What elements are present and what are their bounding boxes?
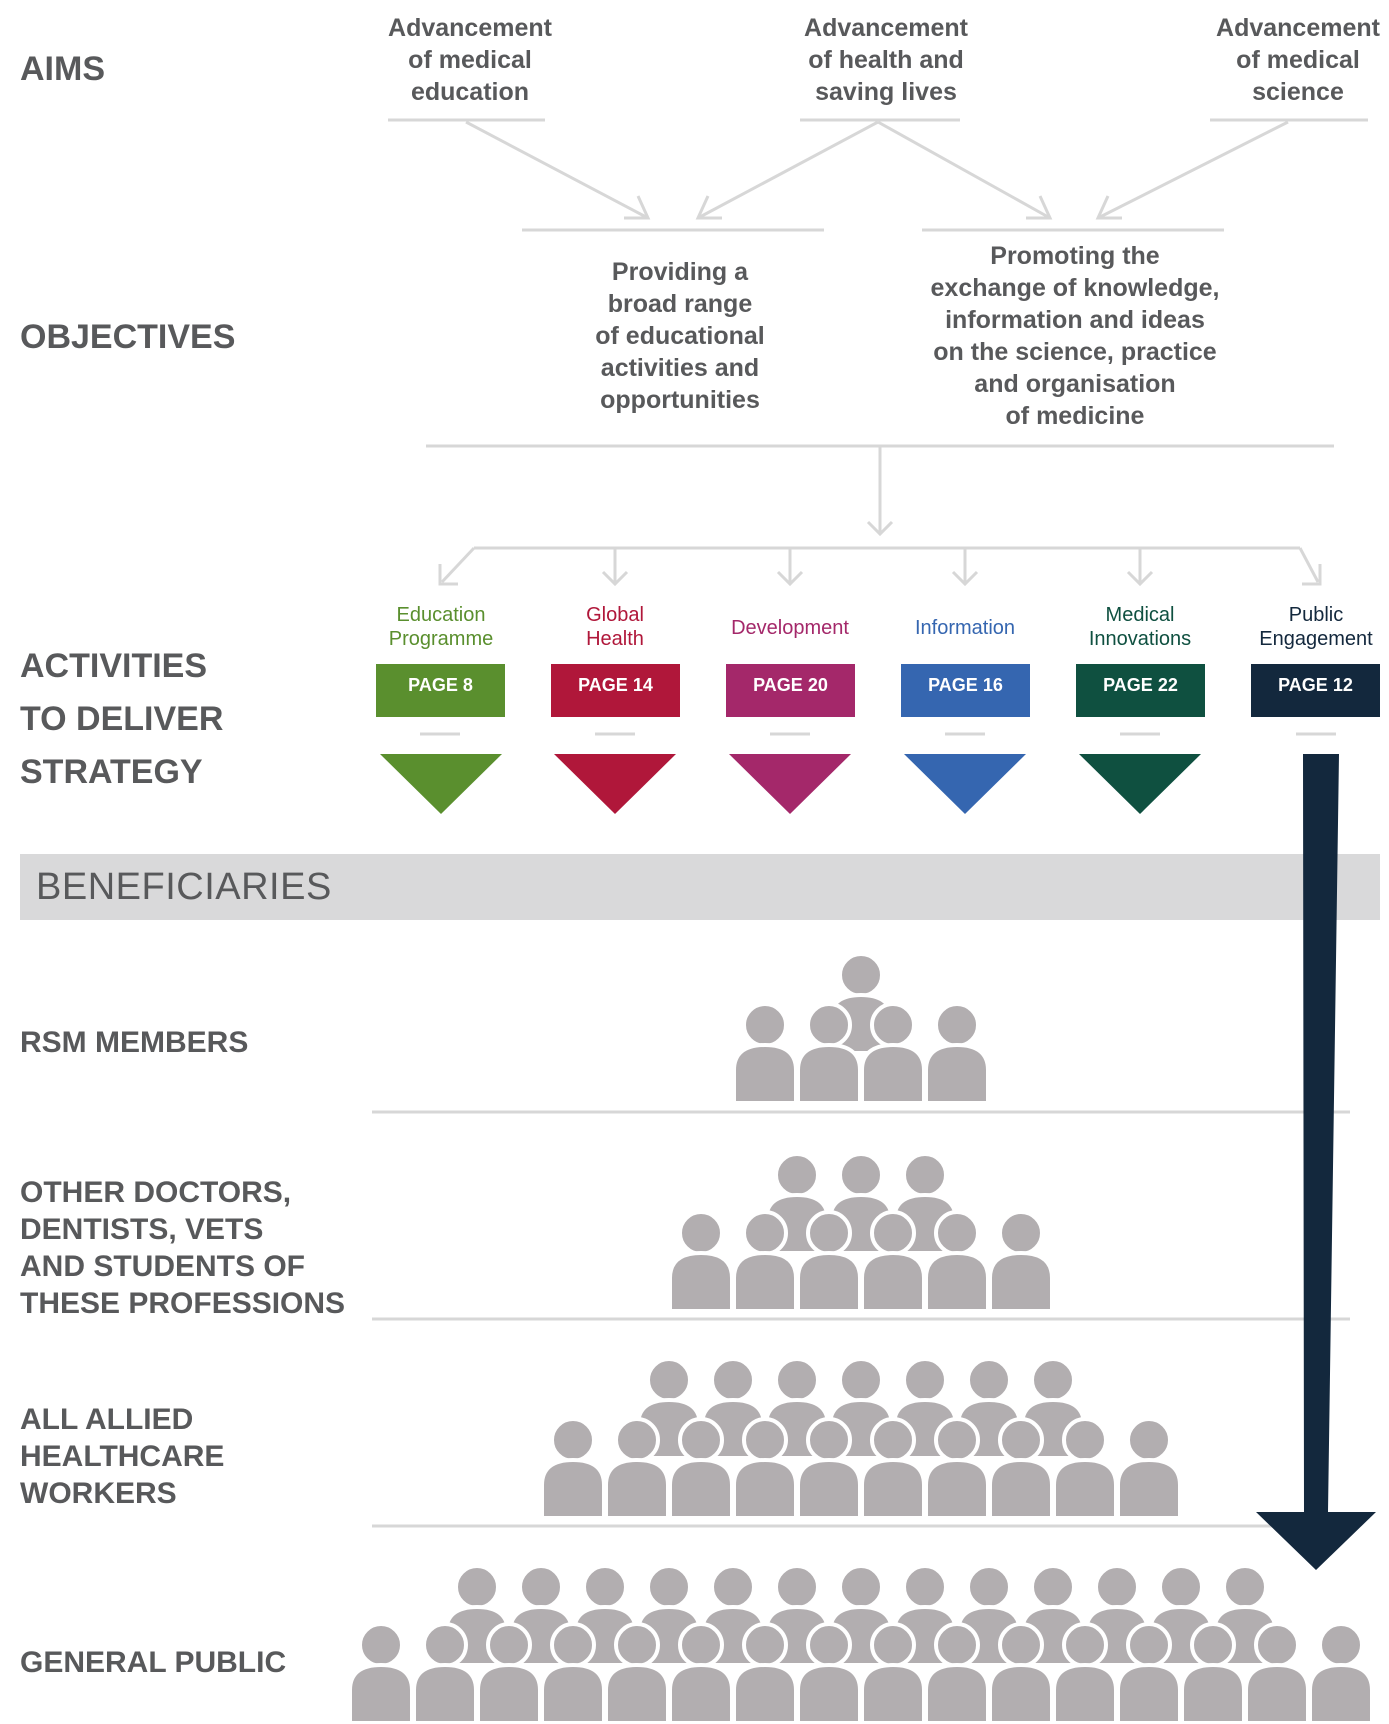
beneficiaries-heading: BENEFICIARIES [36, 866, 332, 908]
activity-education-programme-label: Education Programme [388, 604, 494, 650]
person-icon [1308, 1622, 1374, 1724]
aim-health-saving-lives: Advancement of health and saving lives [804, 14, 968, 106]
person-icon [1052, 1622, 1118, 1724]
page-tag-public-engagement[interactable]: PAGE 12 [1251, 664, 1380, 717]
triangle-arrow-icon [554, 754, 676, 814]
triangle-arrow-icon [1079, 754, 1201, 814]
person-icon [860, 1210, 926, 1313]
person-icon [988, 1417, 1054, 1520]
objective-exchange-knowledge: Promoting the exchange of knowledge, inf… [930, 242, 1220, 430]
section-label-aims: AIMS [20, 50, 105, 88]
person-icon [796, 1622, 862, 1724]
down-arrow-icon [438, 564, 458, 586]
person-icon [924, 1622, 990, 1724]
person-icon [796, 1210, 862, 1313]
person-icon [860, 1417, 926, 1520]
person-icon [924, 1417, 990, 1520]
person-icon [1244, 1622, 1310, 1724]
person-icon [604, 1622, 670, 1724]
person-icon [540, 1417, 606, 1520]
connector-line [697, 120, 879, 220]
connector-line [440, 546, 476, 584]
person-icon [988, 1622, 1054, 1724]
down-arrow-icon [1302, 564, 1322, 586]
person-icon [732, 1002, 798, 1105]
connector-line [877, 120, 1051, 220]
person-icon [348, 1622, 414, 1724]
activity-public-engagement-label: Public Engagement [1259, 604, 1373, 650]
down-arrow-icon [776, 570, 804, 587]
beneficiaries-band: BENEFICIARIES [20, 854, 1380, 920]
page-tag-global-health[interactable]: PAGE 14 [551, 664, 680, 717]
person-icon [860, 1622, 926, 1724]
activity-development-label: Development [731, 617, 849, 639]
beneficiary-other-doctors: OTHER DOCTORS, DENTISTS, VETS AND STUDEN… [20, 1176, 346, 1320]
beneficiary-allied-healthcare: ALL ALLIED HEALTHCARE WORKERS [20, 1403, 225, 1510]
down-arrow-icon [624, 195, 651, 220]
person-icon [924, 1210, 990, 1313]
activity-global-health-label: Global Health [586, 604, 644, 650]
person-icon [668, 1210, 734, 1313]
person-icon [988, 1210, 1054, 1313]
person-icon [604, 1417, 670, 1520]
connector-line [1097, 120, 1289, 220]
person-icon [1180, 1622, 1246, 1724]
beneficiary-general-public: GENERAL PUBLIC [20, 1646, 287, 1679]
down-arrow-icon [601, 570, 629, 587]
beneficiary-rsm-members: RSM MEMBERS [20, 1026, 249, 1059]
down-arrow-icon [1026, 195, 1053, 220]
person-icon [924, 1002, 990, 1105]
aim-medical-education: Advancement of medical education [388, 14, 552, 106]
person-icon [1116, 1622, 1182, 1724]
person-icon [860, 1002, 926, 1105]
person-icon [668, 1417, 734, 1520]
person-icon [668, 1622, 734, 1724]
page-tag-education[interactable]: PAGE 8 [376, 664, 505, 717]
person-icon [796, 1002, 862, 1105]
page-tag-development[interactable]: PAGE 20 [726, 664, 855, 717]
section-label-activities: ACTIVITIES TO DELIVER STRATEGY [20, 647, 224, 791]
connector-line [465, 120, 649, 220]
activity-information-label: Information [914, 617, 1016, 639]
person-icon [732, 1210, 798, 1313]
person-icon [476, 1622, 542, 1724]
person-icon [732, 1417, 798, 1520]
aim-medical-science: Advancement of medical science [1216, 14, 1380, 106]
objective-educational-activities: Providing a broad range of educational a… [595, 258, 765, 414]
page-tag-information[interactable]: PAGE 16 [901, 664, 1030, 717]
public-engagement-big-arrow-icon [1256, 754, 1376, 1570]
down-arrow-icon [866, 520, 894, 537]
person-icon [732, 1622, 798, 1724]
down-arrow-icon [1095, 195, 1122, 220]
down-arrow-icon [951, 570, 979, 587]
page-tag-medical-innovations[interactable]: PAGE 22 [1076, 664, 1205, 717]
person-icon [540, 1622, 606, 1724]
connector-line [1298, 547, 1320, 583]
person-icon [412, 1622, 478, 1724]
down-arrow-icon [695, 195, 722, 220]
triangle-arrow-icon [380, 754, 502, 814]
triangle-arrow-icon [904, 754, 1026, 814]
person-icon [1052, 1417, 1118, 1520]
person-icon [796, 1417, 862, 1520]
activity-medical-innovations-label: Medical Innovations [1088, 604, 1192, 650]
person-icon [1116, 1417, 1182, 1520]
triangle-arrow-icon [729, 754, 851, 814]
down-arrow-icon [1126, 570, 1154, 587]
section-label-objectives: OBJECTIVES [20, 318, 236, 356]
